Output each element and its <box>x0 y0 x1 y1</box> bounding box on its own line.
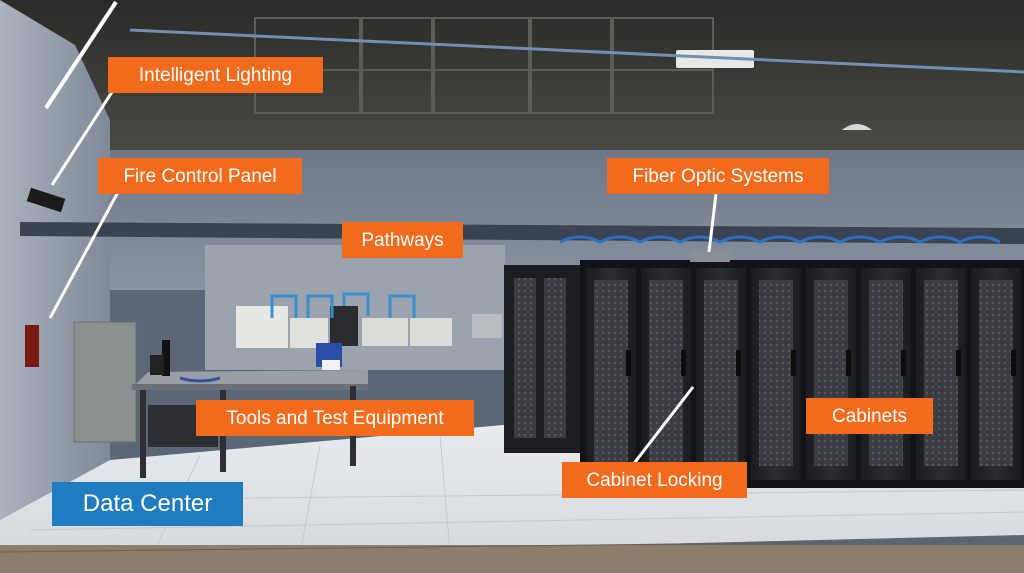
cabinet-door-perforation <box>814 280 848 466</box>
cabinet-lock-handle <box>736 350 741 376</box>
cabinets-label: Cabinets <box>806 398 933 434</box>
cabinet-lock-handle <box>901 350 906 376</box>
floor-edge <box>0 545 1024 573</box>
cabinet-lock-handle <box>626 350 631 376</box>
cabinet-lock-handle <box>846 350 851 376</box>
cabinet-top-bracket <box>690 250 730 262</box>
cabinet-lock-handle <box>1011 350 1016 376</box>
fire-alarm-box <box>25 325 39 367</box>
wall-panels <box>236 292 502 348</box>
cabinet-door-perforation <box>704 280 738 466</box>
cabinet-door-perforation <box>924 280 958 466</box>
data-center-title: Data Center <box>52 482 243 526</box>
cabinet-lock-handle <box>791 350 796 376</box>
cabinet-door-perforation <box>594 280 628 466</box>
ceiling-camera <box>842 124 872 130</box>
ceiling-light-fixture <box>676 50 754 68</box>
cabinet-locking-label: Cabinet Locking <box>562 462 747 498</box>
pathways-label: Pathways <box>342 222 463 258</box>
fire-control-panel-label: Fire Control Panel <box>98 158 302 194</box>
cabinet-lock-handle <box>681 350 686 376</box>
cabinet-door-perforation <box>979 280 1013 466</box>
cabinet-door-perforation <box>869 280 903 466</box>
cabinet-lock-handle <box>956 350 961 376</box>
cabinet-door-perforation <box>649 280 683 466</box>
fiber-optic-systems-label: Fiber Optic Systems <box>607 158 829 194</box>
tools-and-test-equipment-label: Tools and Test Equipment <box>196 400 474 436</box>
workbench <box>132 340 368 478</box>
intelligent-lighting-label: Intelligent Lighting <box>108 57 323 93</box>
electrical-cabinet <box>73 321 137 443</box>
cabinet-row <box>580 260 1024 488</box>
cabinet-door-perforation <box>759 280 793 466</box>
